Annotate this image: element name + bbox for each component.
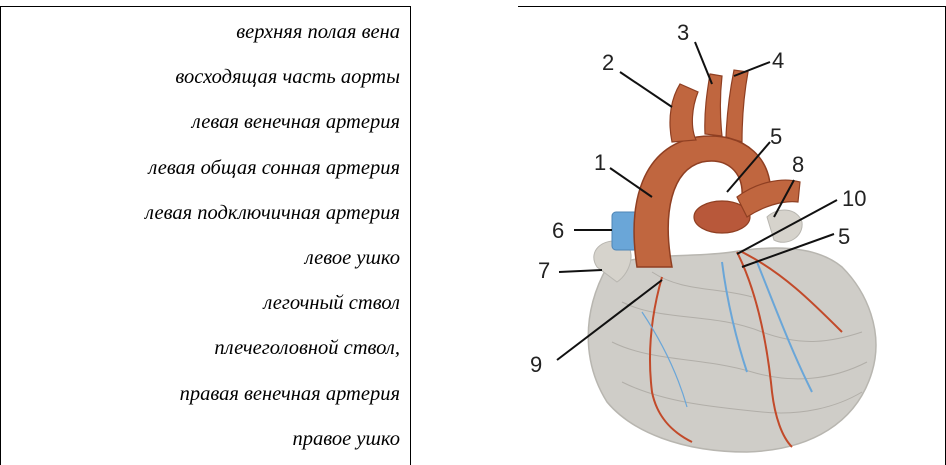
figure-label: 3 (677, 20, 689, 45)
figure-label: 1 (594, 150, 606, 175)
figure-label: 8 (792, 152, 804, 177)
figure-label: 9 (530, 352, 542, 377)
table-border-left (0, 6, 1, 465)
heart-body (588, 248, 876, 452)
term-item: плечеголовной ствол, (2, 326, 400, 371)
brachiocephalic-trunk (670, 84, 698, 142)
figure-label: 6 (552, 218, 564, 243)
term-item: левая подключичная артерия (2, 191, 400, 236)
term-item: верхняя полая вена (2, 10, 400, 55)
term-item: правое ушко (2, 417, 400, 462)
left-subclavian (726, 70, 748, 142)
left-auricle (767, 210, 802, 242)
left-common-carotid (705, 74, 722, 136)
term-item: правая венечная артерия (2, 372, 400, 417)
figure-label: 4 (772, 48, 784, 73)
term-item: левое ушко (2, 236, 400, 281)
table-border-top-left (0, 6, 410, 7)
heart-illustration: 1 2 3 4 5 6 7 8 9 10 5 (512, 12, 900, 462)
term-item: левая общая сонная артерия (2, 146, 400, 191)
table-border-top-right (518, 6, 946, 7)
term-item: восходящая часть аорты (2, 55, 400, 100)
term-item: левая венечная артерия (2, 100, 400, 145)
term-item: легочный ствол (2, 281, 400, 326)
terms-column: верхняя полая вена восходящая часть аорт… (2, 10, 400, 462)
figure-label: 2 (602, 50, 614, 75)
figure-label: 10 (842, 186, 866, 211)
figure-label: 7 (538, 258, 550, 283)
table-column-divider (410, 6, 411, 465)
aorta (634, 70, 770, 267)
figure-label: 5 (838, 224, 850, 249)
figure-label: 5 (770, 124, 782, 149)
